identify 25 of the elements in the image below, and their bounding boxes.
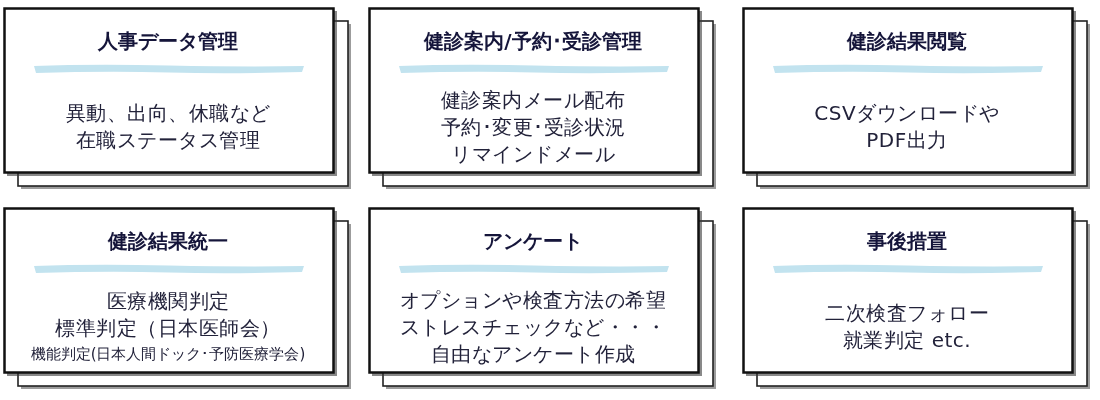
card-text: 予約･変更･受診状況 bbox=[440, 113, 626, 141]
stacked-card bbox=[742, 7, 1092, 191]
card-text: CSVダウンロードやPDF出力 bbox=[813, 100, 1001, 154]
card-title: 健診結果統一 bbox=[106, 229, 229, 253]
card-text: 二次検査フォロー bbox=[825, 300, 989, 327]
card-text: 自由なアンケート作成 bbox=[430, 340, 636, 368]
card-text: ストレスチェックなど・・・ bbox=[399, 313, 667, 341]
stacked-card bbox=[3, 207, 353, 391]
stacked-card bbox=[742, 207, 1092, 391]
card-text: リマインドメール bbox=[451, 140, 615, 168]
card-title: 健診結果閲覧 bbox=[845, 29, 968, 53]
card-text: 医療機関判定 bbox=[106, 288, 230, 315]
stacked-card bbox=[368, 7, 718, 191]
card-title: アンケート bbox=[482, 229, 584, 253]
card-title: 事後措置 bbox=[866, 229, 948, 253]
card-title: 人事データ管理 bbox=[97, 29, 239, 53]
card-text: 標準判定（日本医師会） bbox=[55, 315, 281, 342]
card-text: 異動、出向、休職など在職ステータス管理 bbox=[64, 100, 272, 154]
stacked-card bbox=[368, 207, 718, 391]
card-text: 機能判定(日本人間ドック･予防医療学会) bbox=[30, 344, 306, 365]
card-text: 健診案内メール配布 bbox=[440, 86, 626, 114]
stacked-card bbox=[3, 7, 353, 191]
card-title: 健診案内/予約･受診管理 bbox=[422, 29, 643, 53]
card-text: 就業判定 etc. bbox=[842, 327, 972, 354]
card-text: オプションや検査方法の希望 bbox=[399, 286, 667, 314]
